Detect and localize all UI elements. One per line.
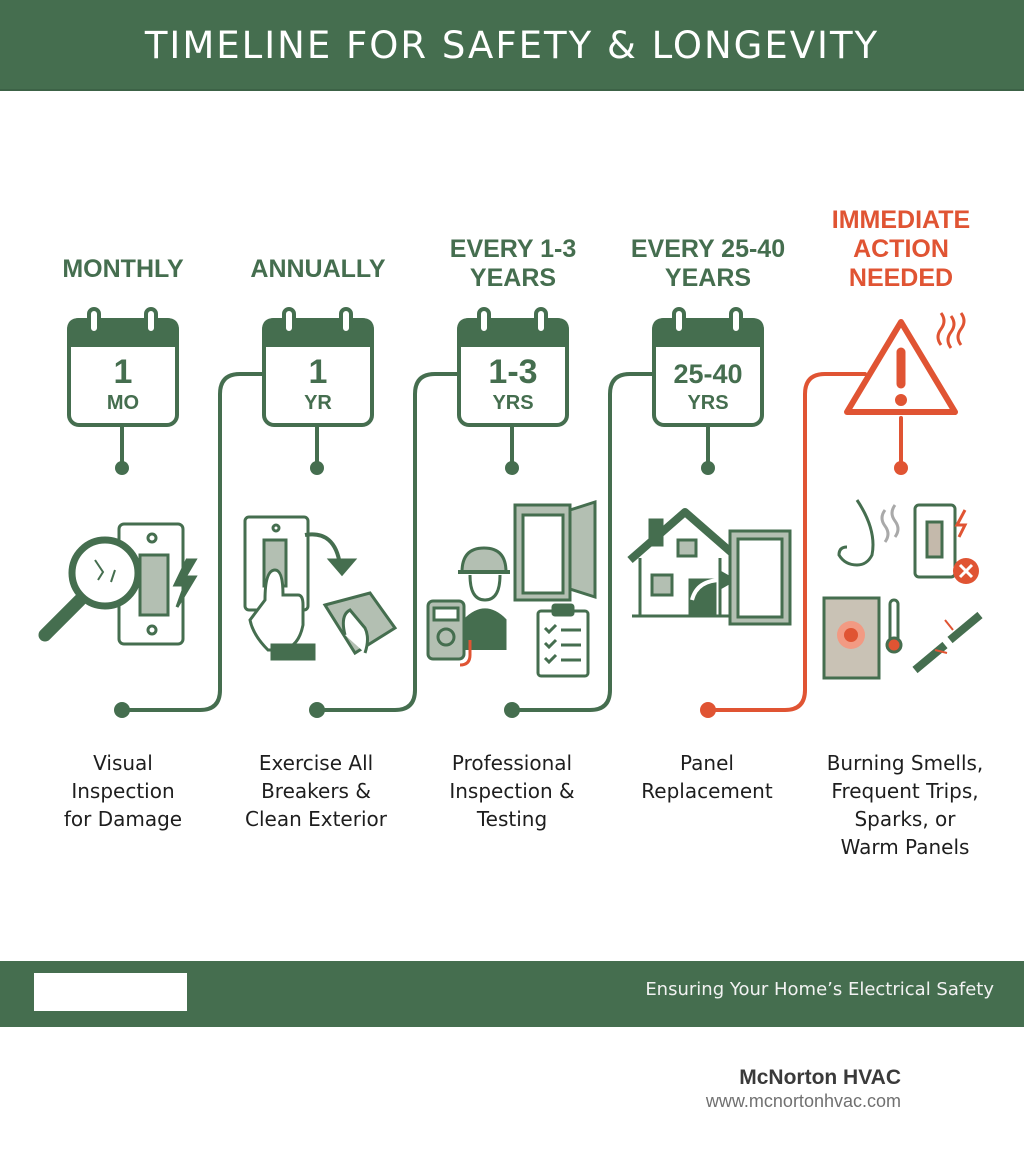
- calendar-value: 1 MO: [106, 353, 140, 414]
- burning-smell-tripped-switch-hot-panel-sparks-icon: [822, 499, 983, 680]
- magnifier-cracked-switch-icon: [38, 522, 198, 646]
- hand-flip-switch-and-cloth-icon: [243, 515, 398, 661]
- node-dot: [504, 702, 520, 718]
- column-heading-every-1-3-years: EVERY 1-3 YEARS: [449, 235, 577, 292]
- calendar-value: 1 YR: [304, 353, 332, 414]
- calendar-icon: [67, 307, 179, 427]
- logo-placeholder: [34, 973, 187, 1011]
- column-description: Professional Inspection & Testing: [449, 751, 575, 831]
- timeline-diagram: MONTHLY ANNUALLY EVERY 1-3 YEARS EVERY 2…: [0, 89, 1024, 959]
- column-heading-every-25-40-years: EVERY 25-40 YEARS: [630, 235, 786, 292]
- node-dot: [894, 461, 908, 475]
- node-dot: [310, 461, 324, 475]
- node-dot: [115, 461, 129, 475]
- column-heading-annually: ANNUALLY: [250, 255, 386, 283]
- calendar-icon: [652, 307, 764, 427]
- column-description: Exercise All Breakers & Clean Exterior: [245, 751, 387, 831]
- timeline-graphics: [38, 307, 983, 718]
- electrician-multimeter-panel-checklist-icon: [426, 499, 597, 678]
- calendar-icon: [262, 307, 374, 427]
- node-dot: [701, 461, 715, 475]
- calendar-icon: [457, 307, 569, 427]
- column-description: Burning Smells, Frequent Trips, Sparks, …: [826, 751, 984, 859]
- column-description: Panel Replacement: [641, 751, 773, 803]
- connector-line-4: [706, 372, 867, 712]
- column-heading-immediate-action: IMMEDIATE ACTION NEEDED: [831, 206, 971, 292]
- warning-triangle-icon: [844, 312, 966, 415]
- calendar-value: 25-40 YRS: [673, 359, 743, 414]
- title-banner: TIMELINE FOR SAFETY & LONGEVITY: [0, 0, 1024, 91]
- footer-tagline: Ensuring Your Home’s Electrical Safety: [645, 979, 994, 1000]
- node-dot: [114, 702, 130, 718]
- column-heading-monthly: MONTHLY: [62, 255, 184, 283]
- calendar-value: 1-3 YRS: [488, 353, 538, 414]
- node-dot: [700, 702, 716, 718]
- node-dot: [505, 461, 519, 475]
- connector-line-3: [510, 372, 657, 712]
- footer-banner: Ensuring Your Home’s Electrical Safety: [0, 961, 1024, 1027]
- connector-line-1: [120, 372, 267, 712]
- brand-block: McNorton HVAC www.mcnortonhvac.com: [706, 1066, 901, 1112]
- brand-url[interactable]: www.mcnortonhvac.com: [705, 1091, 901, 1111]
- column-description: Visual Inspection for Damage: [63, 751, 183, 831]
- house-to-new-panel-icon: [627, 508, 792, 626]
- connector-line-2: [315, 372, 462, 712]
- page-title: TIMELINE FOR SAFETY & LONGEVITY: [144, 24, 880, 67]
- brand-name: McNorton HVAC: [739, 1066, 901, 1089]
- node-dot: [309, 702, 325, 718]
